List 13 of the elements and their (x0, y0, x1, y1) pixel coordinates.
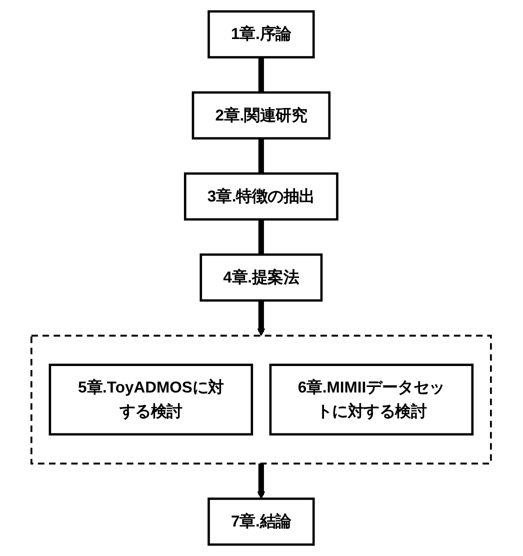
node-box: 2章.関連研究 (192, 91, 331, 140)
node-box: 3章.特徴の抽出 (184, 172, 339, 221)
connector (258, 138, 264, 174)
cluster (30, 334, 492, 464)
node-box: 1章.序論 (208, 10, 316, 58)
node-box: 7章.結論 (208, 498, 316, 546)
node-box: 6章.MIMIIデータセットに対する検討 (270, 364, 474, 436)
node-box: 5章.ToyADMOSに対する検討 (49, 364, 254, 436)
connector (258, 219, 264, 255)
arrow (257, 300, 266, 336)
connector (258, 57, 264, 92)
node-box: 4章.提案法 (200, 253, 323, 302)
arrow (257, 464, 266, 500)
